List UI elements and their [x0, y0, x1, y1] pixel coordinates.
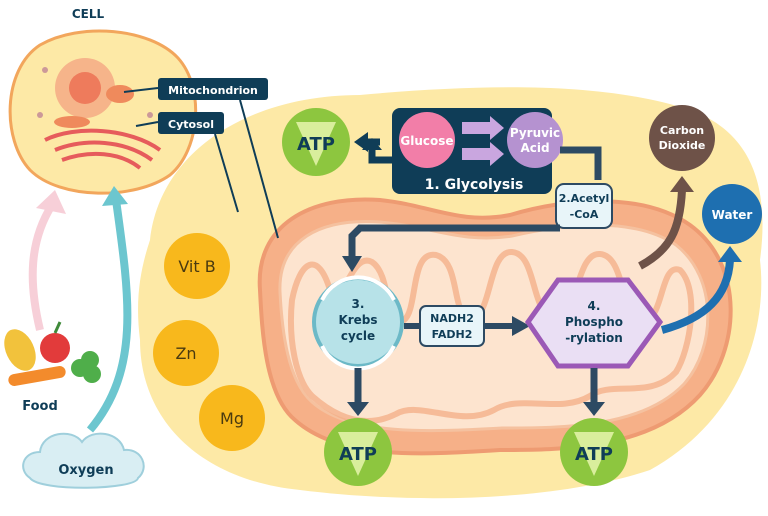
- krebs-label-line3: cycle: [341, 329, 375, 343]
- co2-label-line2: Dioxide: [659, 139, 706, 152]
- atp-label-3: ATP: [575, 444, 613, 465]
- oxygen-label: Oxygen: [58, 463, 113, 478]
- cofactor-zn: [153, 320, 219, 386]
- acetyl-label-line2: -CoA: [570, 208, 599, 221]
- cell-illustration: [8, 29, 198, 195]
- cofactor-vit-b-label: Vit B: [178, 257, 215, 276]
- water-label: Water: [712, 208, 753, 222]
- water-arrow: [660, 259, 734, 334]
- co2-arrow: [638, 189, 686, 270]
- cofactor-mg: [199, 385, 265, 451]
- glucose-label: Glucose: [400, 134, 453, 148]
- co2-label-line1: Carbon: [660, 124, 704, 137]
- glycolysis-arrow-top: [462, 116, 504, 140]
- pyruvic-to-acetyl-arrow: [560, 146, 602, 180]
- food-label: Food: [22, 399, 58, 414]
- water-node: [702, 184, 762, 244]
- atp-badge-glycolysis: ATP: [282, 108, 350, 176]
- carriers-label-line1: NADH2: [430, 312, 474, 325]
- glycolysis-label: 1. Glycolysis: [425, 177, 524, 193]
- phospho-label-line3: -rylation: [565, 331, 623, 345]
- oxygen-cloud: [22, 432, 145, 489]
- food-to-cell-arrow: [28, 202, 56, 331]
- carriers-to-phospho-arrow: [512, 316, 530, 336]
- krebs-label-line2: Krebs: [338, 313, 377, 327]
- glycolysis-arrow-bottom: [462, 142, 504, 166]
- atp-badge-phosphorylation: ATP: [560, 418, 628, 486]
- phosphorylation-node: [524, 277, 664, 369]
- cofactor-zn-label: Zn: [175, 344, 196, 363]
- phospho-label-line1: 4.: [588, 299, 601, 313]
- cytosol-label: Cytosol: [168, 118, 214, 131]
- cofactor-vit-b: [164, 233, 230, 299]
- glucose-node: [399, 112, 455, 168]
- pyruvic-label-line2: Acid: [520, 141, 549, 155]
- pyruvic-acid-node: [507, 112, 563, 168]
- krebs-label-line1: 3.: [352, 297, 365, 311]
- acetyl-coa-box: [555, 183, 613, 229]
- cell-title: CELL: [72, 7, 105, 21]
- acetyl-to-krebs-arrow: [348, 224, 560, 258]
- carriers-label-line2: FADH2: [432, 328, 473, 341]
- acetyl-label-line1: 2.Acetyl: [559, 192, 610, 205]
- oxygen-to-cell-arrow: [86, 199, 132, 433]
- pyruvic-label-line1: Pyruvic: [510, 126, 560, 140]
- atp-badge-krebs: ATP: [324, 418, 392, 486]
- cytosol-label-box: [158, 112, 224, 134]
- atp-label-2: ATP: [339, 444, 377, 465]
- atp-label-1: ATP: [297, 134, 335, 155]
- cofactor-mg-label: Mg: [220, 409, 244, 428]
- phospho-label-line2: Phospho: [565, 315, 623, 329]
- mitochondrion-label: Mitochondrion: [168, 84, 258, 97]
- carbon-dioxide-node: [649, 105, 715, 171]
- mitochondrion-label-box: [158, 78, 268, 100]
- food-illustration: [4, 321, 101, 386]
